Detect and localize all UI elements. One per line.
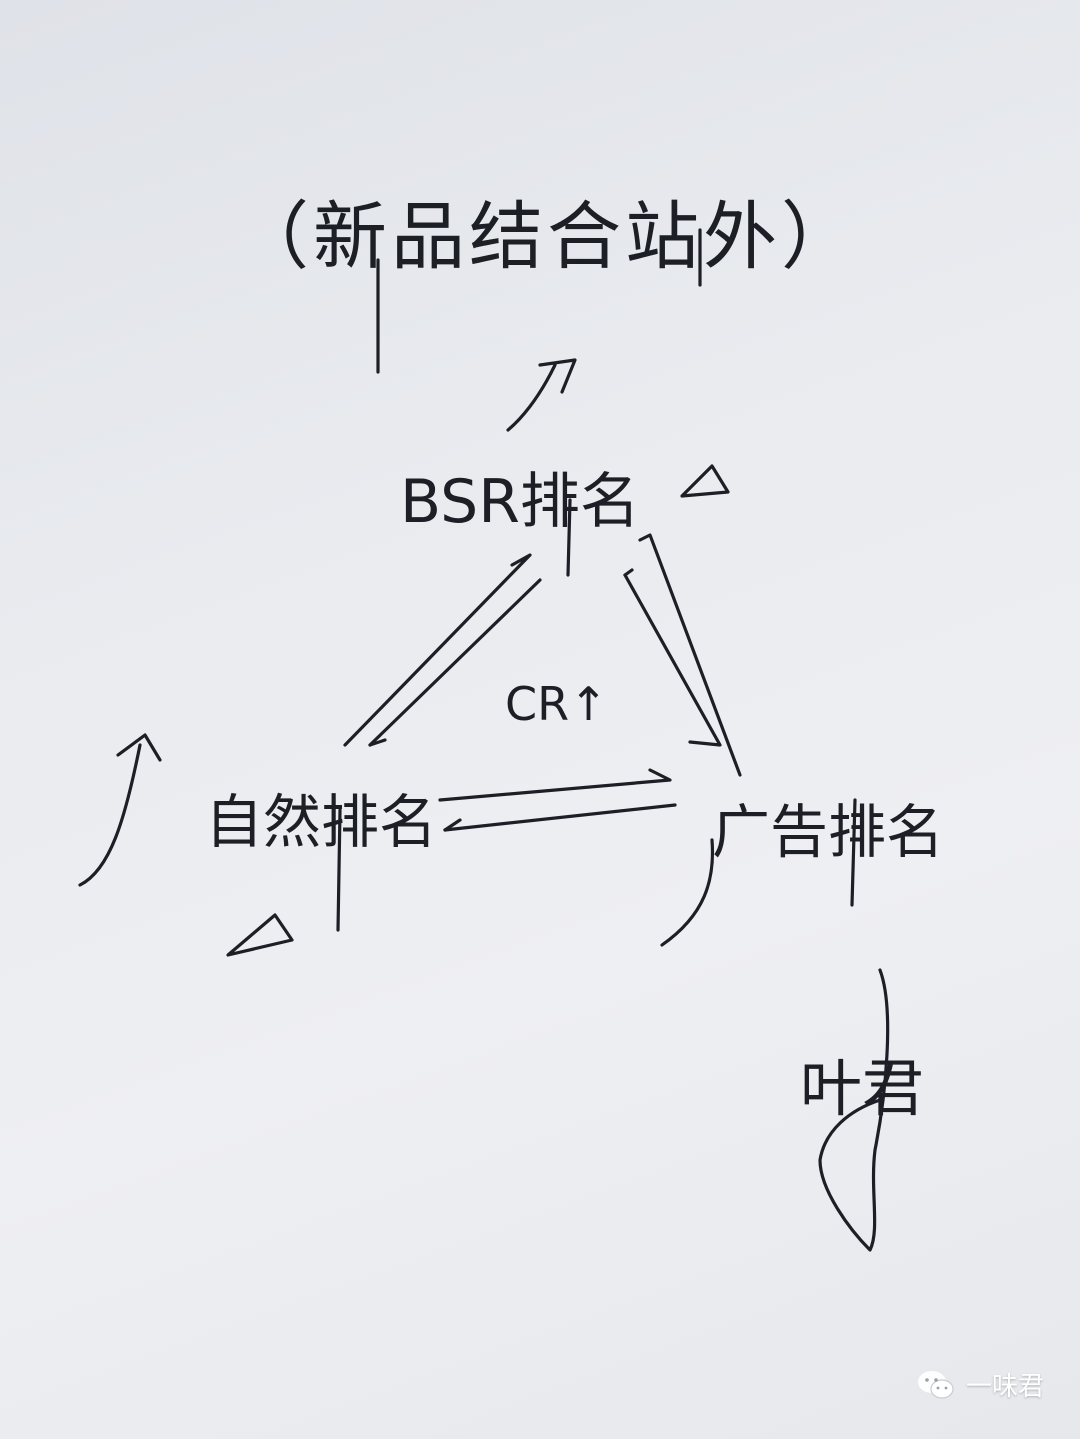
ads-tail-curve bbox=[660, 838, 715, 947]
arrow-natural-bsr bbox=[343, 553, 542, 747]
title-group: （新品结合站外） bbox=[235, 194, 859, 374]
signature-flourish bbox=[818, 968, 890, 1252]
natural-triangle-mark bbox=[226, 913, 294, 957]
up-arrow-to-title bbox=[506, 358, 577, 432]
signature: 叶君 bbox=[800, 968, 924, 1252]
node-bsr-label: BSR排名 bbox=[400, 467, 640, 537]
node-ads: 广告排名 bbox=[660, 798, 944, 947]
bsr-tail-stroke bbox=[566, 498, 572, 577]
natural-tail-stroke bbox=[336, 808, 342, 932]
arrow-bsr-ads bbox=[623, 533, 742, 777]
signature-text: 叶君 bbox=[800, 1052, 924, 1125]
left-up-arrow bbox=[78, 733, 162, 887]
watermark: 一味君 bbox=[916, 1366, 1044, 1403]
node-bsr: BSR排名 bbox=[400, 464, 730, 577]
title-text: （新品结合站外） bbox=[235, 194, 859, 280]
arrow-natural-ads bbox=[438, 768, 677, 832]
wechat-bubble-icon bbox=[917, 1370, 954, 1399]
node-natural: 自然排名 bbox=[205, 788, 437, 957]
ads-tail-stroke bbox=[850, 798, 857, 907]
bsr-triangle-mark bbox=[680, 464, 730, 498]
center-cr-label: CR↑ bbox=[505, 677, 608, 731]
node-natural-label: 自然排名 bbox=[205, 788, 437, 856]
node-ads-label: 广告排名 bbox=[712, 798, 944, 866]
watermark-text: 一味君 bbox=[965, 1372, 1044, 1402]
